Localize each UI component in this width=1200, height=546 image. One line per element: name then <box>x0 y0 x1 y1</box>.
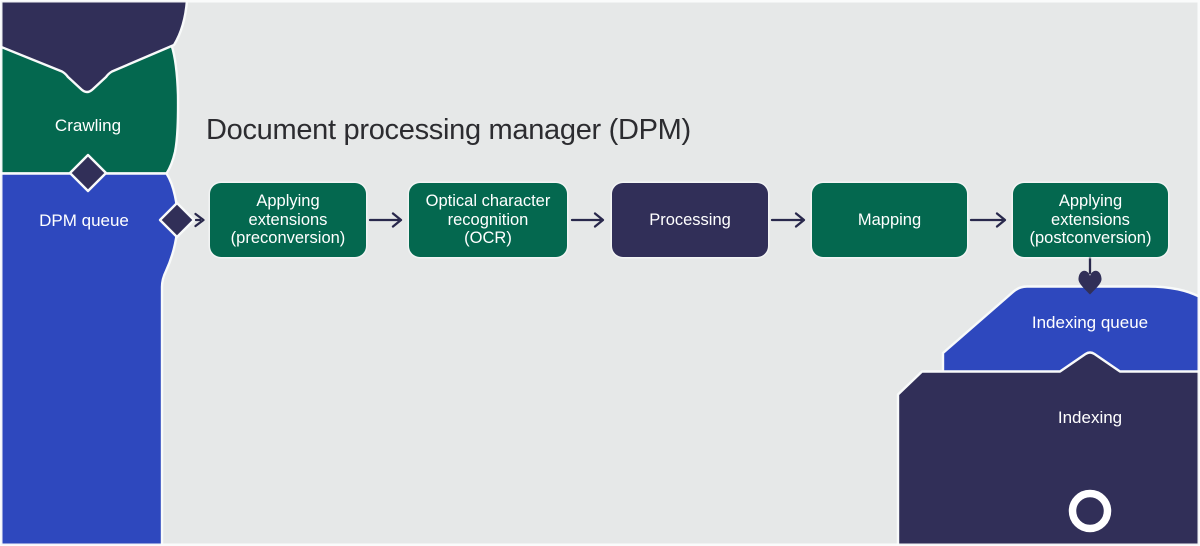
step-label: Mapping <box>857 210 922 229</box>
connector-diamond-dpm-output <box>158 201 196 239</box>
step-processing: Processing <box>612 183 768 257</box>
page-title: Document processing manager (DPM) <box>206 114 691 146</box>
step-applying-extensions-postconversion: Applying extensions (postconversion) <box>1013 183 1168 257</box>
flow-arrow-2 <box>570 212 605 228</box>
dpm-to-preconversion-arrow <box>194 212 205 228</box>
step-optical-character-recognition: Optical character recognition (OCR) <box>409 183 567 257</box>
step-label: Processing <box>649 210 731 229</box>
indexing-ring-icon <box>1068 489 1112 533</box>
flow-arrow-1 <box>368 212 403 228</box>
content-funnel-shape <box>0 0 189 94</box>
crawling-label: Crawling <box>54 116 122 135</box>
connector-diamond-crawling <box>68 153 108 193</box>
indexing-shape <box>896 351 1200 546</box>
indexing-queue-label: Indexing queue <box>1031 313 1149 332</box>
step-mapping: Mapping <box>812 183 967 257</box>
crawling-shape <box>0 34 180 175</box>
flow-arrows <box>194 212 1092 275</box>
arrowhead-heart-icon <box>1078 270 1102 295</box>
flow-arrow-3 <box>770 212 806 228</box>
step-label: Optical character recognition (OCR) <box>425 192 551 248</box>
flow-arrow-4 <box>969 212 1007 228</box>
step-label: Applying extensions (preconversion) <box>230 192 346 248</box>
step-applying-extensions-preconversion: Applying extensions (preconversion) <box>210 183 366 257</box>
indexing-label: Indexing <box>1057 408 1123 427</box>
dpm-queue-label: DPM queue <box>39 211 129 230</box>
step-label: Applying extensions (postconversion) <box>1029 192 1152 248</box>
